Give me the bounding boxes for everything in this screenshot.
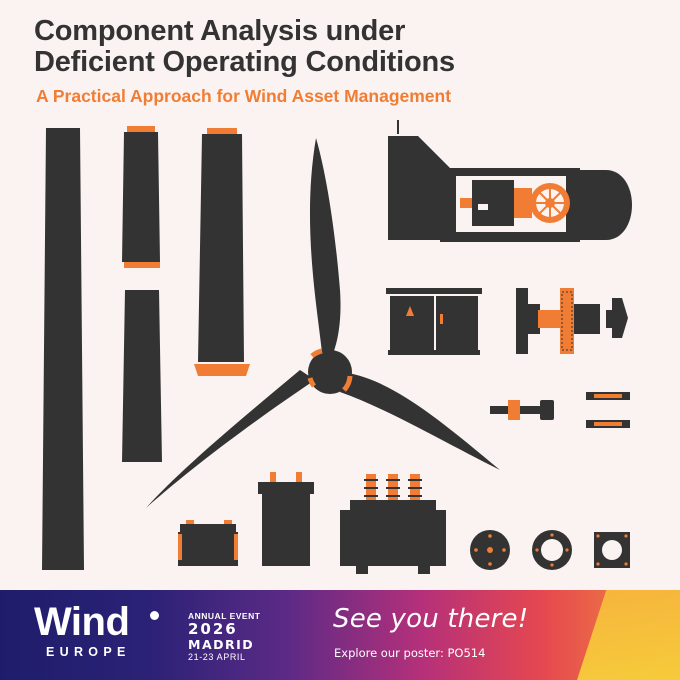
capacitor-icon (258, 472, 314, 566)
event-year: 2026 (188, 620, 238, 638)
coupling-plate-icon (594, 532, 630, 568)
tower-mid-section-icon (122, 290, 162, 462)
tower-flanged-section-icon (194, 128, 250, 376)
components-illustration (42, 120, 632, 574)
stud-bolt-icon (586, 392, 630, 428)
rotor-icon (146, 138, 500, 508)
rotor-blade-right-icon (340, 372, 500, 470)
bearing-icon (532, 530, 572, 570)
nacelle-icon (388, 120, 632, 242)
title-line-2: Deficient Operating Conditions (34, 46, 455, 78)
rotor-blade-top-icon (309, 138, 341, 356)
tower-section-icon (42, 128, 84, 570)
page-subtitle: A Practical Approach for Wind Asset Mana… (36, 86, 452, 106)
event-banner (0, 590, 680, 680)
windeurope-logo-word: Wind (34, 600, 130, 644)
switch-cabinet-icon (386, 288, 482, 355)
poster-reference: Explore our poster: PO514 (334, 646, 486, 660)
call-to-action: See you there! (333, 604, 529, 634)
event-dates: 21-23 APRIL (188, 652, 246, 662)
page-title: Component Analysis under Deficient Opera… (34, 16, 455, 78)
rotor-blade-left-icon (146, 370, 315, 508)
event-label: ANNUAL EVENT (188, 611, 261, 621)
logo-dot-icon (150, 611, 159, 620)
battery-icon (178, 520, 238, 566)
event-city: MADRID (188, 637, 255, 652)
transformer-icon (340, 474, 446, 574)
bolt-icon (490, 400, 554, 420)
banner-stripe-decoration (570, 590, 680, 680)
windeurope-logo-region: EUROPE (46, 645, 131, 659)
tower-top-section-icon (122, 126, 160, 268)
title-line-1: Component Analysis under (34, 15, 406, 47)
main-shaft-icon (516, 288, 628, 354)
flange-icon (470, 530, 510, 570)
